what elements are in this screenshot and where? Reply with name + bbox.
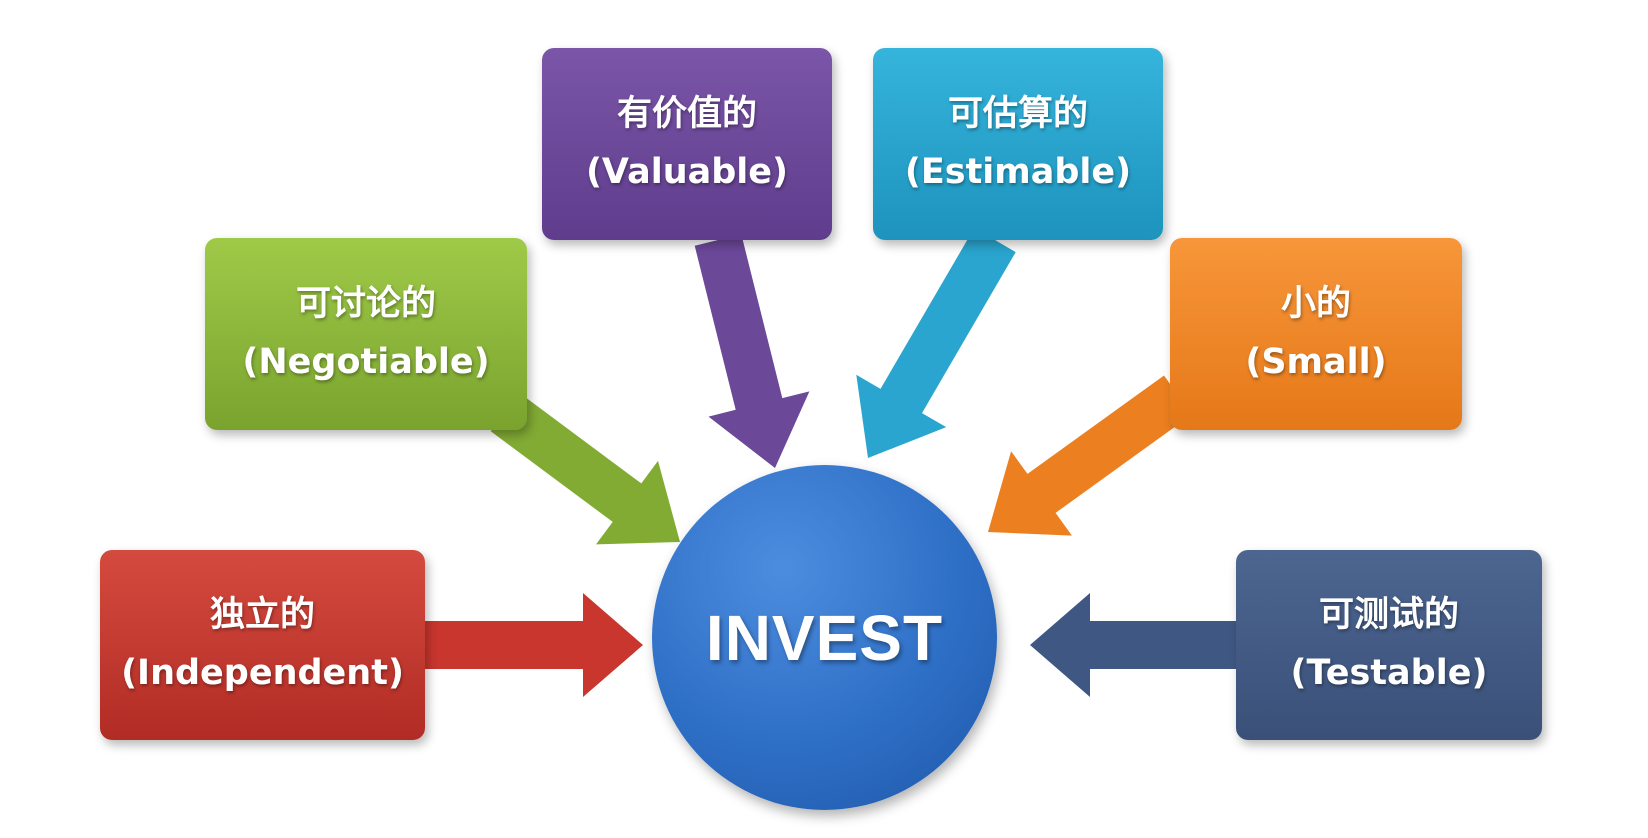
box-estimable-en: (Estimable) (904, 152, 1132, 192)
box-estimable: 可估算的 (Estimable) (873, 48, 1163, 240)
arrow-small (988, 375, 1192, 536)
box-negotiable: 可讨论的 (Negotiable) (205, 238, 527, 430)
box-valuable-zh: 有价值的 (616, 94, 757, 135)
box-testable-zh: 可测试的 (1318, 595, 1459, 636)
arrow-estimable (856, 227, 1016, 458)
arrow-valuable (694, 234, 810, 468)
box-negotiable-zh: 可讨论的 (295, 284, 436, 325)
invest-circle: INVEST (652, 465, 997, 810)
box-testable: 可测试的 (Testable) (1236, 550, 1542, 740)
box-negotiable-en: (Negotiable) (242, 342, 490, 382)
box-independent: 独立的 (Independent) (100, 550, 425, 740)
arrow-testable (1030, 593, 1236, 697)
arrow-negotiable (490, 392, 680, 545)
arrow-independent (425, 593, 643, 697)
box-small-zh: 小的 (1280, 284, 1351, 325)
box-testable-en: (Testable) (1290, 653, 1488, 693)
box-small: 小的 (Small) (1170, 238, 1462, 430)
box-estimable-zh: 可估算的 (947, 94, 1088, 135)
box-valuable-en: (Valuable) (585, 152, 789, 192)
box-independent-en: (Independent) (121, 653, 404, 693)
invest-label: INVEST (705, 601, 944, 674)
box-small-en: (Small) (1245, 342, 1387, 382)
box-independent-zh: 独立的 (209, 595, 315, 636)
box-valuable: 有价值的 (Valuable) (542, 48, 832, 240)
